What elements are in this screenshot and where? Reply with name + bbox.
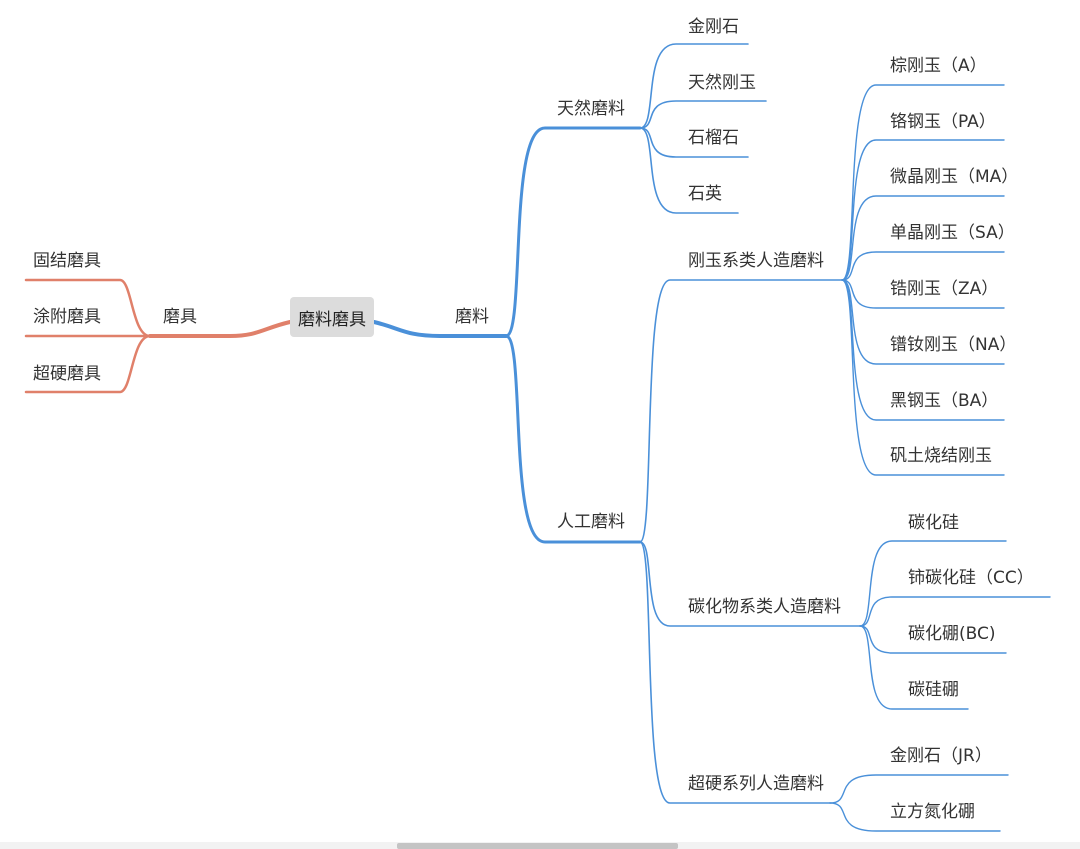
node-chaoying-xi[interactable]: 超硬系列人造磨料 — [688, 774, 824, 794]
connector-corundum-leaf — [841, 279, 1005, 309]
leaf-gegangyu[interactable]: 铬钢玉（PA） — [890, 112, 996, 132]
connector-superhard-leaf — [829, 802, 1001, 832]
leaf-jingangshi-jr[interactable]: 金刚石（JR） — [890, 746, 992, 766]
node-tufu-mojv[interactable]: 涂附磨具 — [33, 307, 101, 327]
connector-root-moliao — [372, 320, 508, 338]
node-gangyu-xi[interactable]: 刚玉系类人造磨料 — [688, 251, 824, 271]
connector-corundum-leaf — [841, 139, 1005, 281]
connector-carbide-leaf — [859, 625, 1007, 654]
connector-natural-leaf — [639, 43, 749, 129]
leaf-punv-gangyu[interactable]: 镨钕刚玉（NA） — [890, 335, 1017, 355]
leaf-zonggangyu[interactable]: 棕刚玉（A） — [890, 56, 987, 76]
connector-tianran — [504, 126, 642, 338]
connector-corundum-leaf — [841, 195, 1005, 281]
connector-superhard-leaf — [829, 774, 1009, 804]
connector-carbide-leaf — [859, 540, 1007, 627]
node-chaoying-mojv[interactable]: 超硬磨具 — [33, 364, 101, 384]
root-node[interactable]: 磨料磨具 — [290, 297, 374, 337]
leaf-shiying[interactable]: 石英 — [688, 184, 722, 204]
leaf-weijing-gangyu[interactable]: 微晶刚玉（MA） — [890, 167, 1019, 187]
connector-natural-leaf — [639, 100, 767, 129]
connector-natural-leaf — [639, 127, 749, 158]
leaf-tanhuapeng[interactable]: 碳化硼(BC) — [908, 624, 996, 644]
node-guijie-mojv[interactable]: 固结磨具 — [33, 251, 101, 271]
branch-moliao[interactable]: 磨料 — [455, 307, 489, 327]
scrollbar-thumb[interactable] — [397, 843, 678, 849]
connector-corundum-leaf — [841, 251, 1005, 281]
connector-chaoying-xi — [639, 541, 831, 804]
leaf-lifang-danhuapeng[interactable]: 立方氮化硼 — [890, 802, 975, 822]
connector-gangyu-xi — [639, 279, 843, 543]
connector-root-mojv — [148, 320, 292, 338]
leaf-gaogangyu[interactable]: 锆刚玉（ZA） — [890, 279, 999, 299]
node-rengong-moliao[interactable]: 人工磨料 — [557, 512, 625, 532]
connector-tanhuawu-xi — [639, 541, 861, 627]
leaf-danjing-gangyu[interactable]: 单晶刚玉（SA） — [890, 223, 1015, 243]
leaf-tianran-gangyu[interactable]: 天然刚玉 — [688, 73, 756, 93]
connector-carbide-leaf — [859, 625, 969, 710]
leaf-tanhuagui[interactable]: 碳化硅 — [908, 513, 959, 533]
leaf-tanguipeng[interactable]: 碳硅硼 — [908, 680, 959, 700]
horizontal-scrollbar[interactable] — [0, 842, 1080, 849]
connector-rengong — [504, 334, 642, 544]
connector-corundum-leaf — [841, 279, 1005, 476]
connector-natural-leaf — [639, 127, 739, 214]
node-tanhuawu-xi[interactable]: 碳化物系类人造磨料 — [688, 597, 841, 617]
leaf-fantu-gangyu[interactable]: 矾土烧结刚玉 — [890, 446, 992, 466]
leaf-shiliushi[interactable]: 石榴石 — [688, 128, 739, 148]
connector-carbide-leaf — [859, 596, 1051, 627]
node-tianran-moliao[interactable]: 天然磨料 — [557, 99, 625, 119]
leaf-heigangyu[interactable]: 黑钢玉（BA） — [890, 391, 999, 411]
connector-chaoying-mojv — [24, 334, 152, 394]
leaf-jingangshi[interactable]: 金刚石 — [688, 17, 739, 37]
connector-guijie — [24, 278, 152, 338]
connector-corundum-leaf — [841, 84, 1005, 281]
connector-corundum-leaf — [841, 279, 1005, 365]
root-label: 磨料磨具 — [298, 309, 366, 330]
leaf-shi-tanhuagui[interactable]: 铈碳化硅（CC） — [908, 568, 1034, 588]
branch-mojv[interactable]: 磨具 — [163, 307, 197, 327]
